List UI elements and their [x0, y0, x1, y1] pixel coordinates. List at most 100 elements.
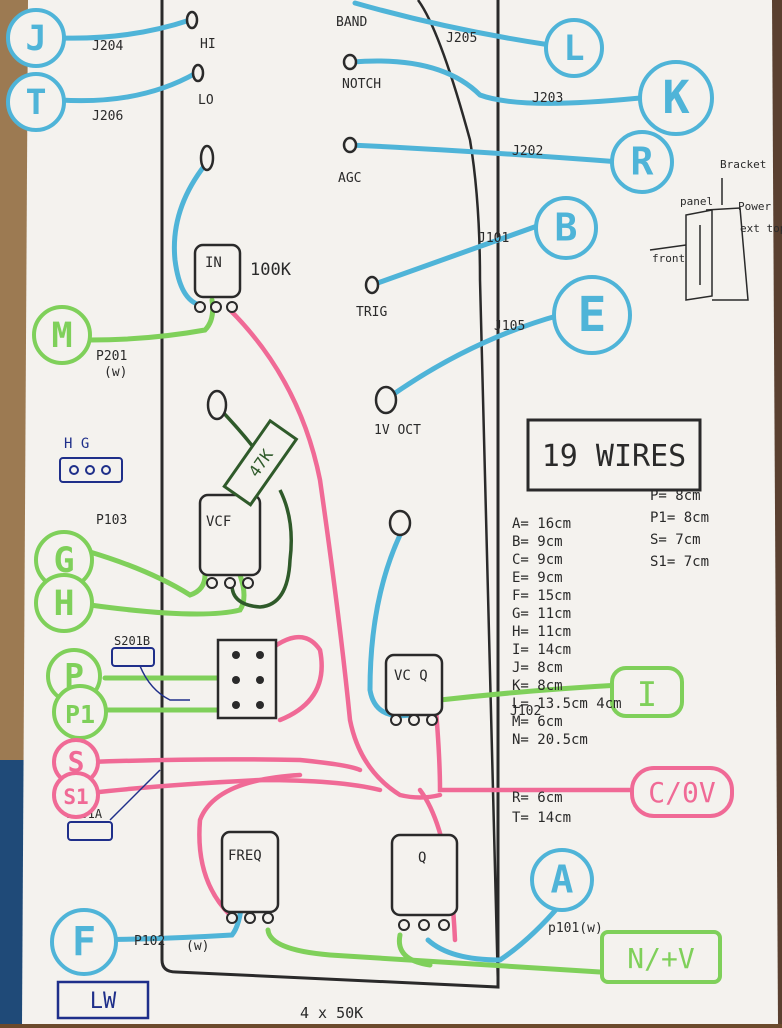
wire-length-item: B= 9cm [512, 534, 563, 550]
label-j205: J205 [446, 31, 477, 46]
circle-a-label: A [551, 858, 574, 902]
wire-length-item: S= 7cm [650, 532, 701, 548]
panel-divider-line [416, 0, 500, 988]
wire-length-item: F= 15cm [512, 588, 571, 604]
chassis-outline [160, 0, 500, 989]
wire-length-item: A= 16cm [512, 516, 571, 532]
circle-b-label: B [555, 206, 578, 250]
front-label: front [652, 252, 685, 265]
wire-length-item: M= 6cm [512, 714, 563, 730]
circle-p1-label: P1 [65, 700, 95, 729]
label-j204: J204 [92, 39, 123, 54]
jack-1v-oct-label: 1V OCT [374, 423, 421, 438]
jack-band-label: BAND [336, 15, 367, 30]
label-j101: J101 [478, 231, 509, 246]
pot-in [193, 243, 242, 299]
pot-q [390, 833, 459, 917]
green-wires [87, 297, 623, 975]
jack-trig-label: TRIG [356, 305, 387, 320]
panel-label: panel [680, 195, 713, 208]
wire-length-item: H= 11cm [512, 624, 571, 640]
circle-s-label: S [68, 745, 85, 778]
box-i [610, 666, 684, 718]
label-j102: J102 [510, 704, 541, 719]
label-p201: P201 [96, 349, 127, 364]
circle-b: B [534, 196, 598, 260]
blue-wires [57, 0, 643, 963]
jack-trig [364, 275, 380, 295]
switch-block [216, 638, 278, 720]
wire-count-label: 19 WIRES [542, 439, 687, 474]
jack-hi [185, 10, 199, 30]
jack-vcq [388, 509, 412, 537]
circle-g-label: G [53, 541, 74, 581]
box-c-0v [630, 766, 734, 818]
jack-1v-oct [374, 385, 398, 415]
wire-length-item: T= 14cm [512, 810, 571, 826]
jack-hi-label: HI [200, 37, 216, 52]
label-p102: P102 [134, 934, 165, 949]
label-p101: p101(w) [548, 921, 603, 936]
power-label: Power [738, 200, 771, 213]
wire-length-item: S1= 7cm [650, 554, 709, 570]
pot-vcf-label: VCF [206, 514, 231, 530]
label-p103: P103 [96, 513, 127, 528]
circle-h-label: H [53, 584, 74, 624]
ext-top-label: ext top [740, 222, 782, 235]
circle-e: E [552, 275, 632, 355]
jack-lo [191, 63, 205, 83]
header-hg-label: H G [64, 436, 89, 452]
bracket-sketch [649, 178, 749, 301]
connector-s201b [111, 647, 155, 667]
resistor-47k: 47K [222, 418, 299, 507]
box-n-plus-v-label: N/+V [627, 942, 695, 975]
header-hg [59, 457, 123, 483]
pot-vcq-label: VC Q [394, 668, 428, 684]
wire-length-item: P= 8cm [650, 488, 701, 504]
pot-vcq [384, 653, 444, 717]
circle-l: L [544, 18, 604, 78]
circle-s1-label: S1 [63, 785, 88, 809]
label-j203: J203 [532, 91, 563, 106]
wire-length-item: P1= 8cm [650, 510, 709, 526]
circle-k: K [638, 60, 714, 136]
circle-m-label: M [51, 316, 72, 356]
circle-j: J [6, 8, 66, 68]
box-n-plus-v [600, 930, 722, 984]
circle-t-label: T [25, 83, 46, 123]
wire-length-item: N= 20.5cm [512, 732, 588, 748]
pot-freq [220, 830, 280, 914]
wire-length-item: J= 8cm [512, 660, 563, 676]
circle-j-label: J [25, 19, 46, 59]
box-c-0v-label: C/0V [648, 776, 716, 809]
pot-freq-label: FREQ [228, 848, 262, 864]
jack-in [199, 144, 215, 172]
circle-g: G [34, 530, 94, 590]
label-j206: J206 [92, 109, 123, 124]
wire-length-item: R= 6cm [512, 790, 563, 806]
bracket-label: Bracket [720, 158, 766, 171]
wire-length-item: I= 14cm [512, 642, 571, 658]
circle-a: A [530, 848, 594, 912]
wire-length-item: C= 9cm [512, 552, 563, 568]
circle-r: R [610, 130, 674, 194]
jack-vcf [206, 389, 228, 421]
box-i-label: I [637, 675, 657, 715]
jack-notch [342, 53, 358, 71]
circle-r-label: R [631, 140, 654, 184]
jack-notch-label: NOTCH [342, 77, 381, 92]
circle-s1: S1 [52, 771, 100, 819]
label-s201b: S201B [114, 634, 150, 648]
jack-agc-label: AGC [338, 171, 361, 186]
label-p102-w: (w) [186, 939, 209, 954]
jack-agc [342, 136, 358, 154]
wire-length-item: G= 11cm [512, 606, 571, 622]
circle-f: F [50, 908, 118, 976]
circle-e-label: E [578, 287, 607, 343]
circle-p1: P1 [52, 684, 108, 740]
connector-s201a [67, 821, 113, 841]
wire-length-item: E= 9cm [512, 570, 563, 586]
circle-h: H [34, 573, 94, 633]
circle-l-label: L [563, 29, 584, 69]
